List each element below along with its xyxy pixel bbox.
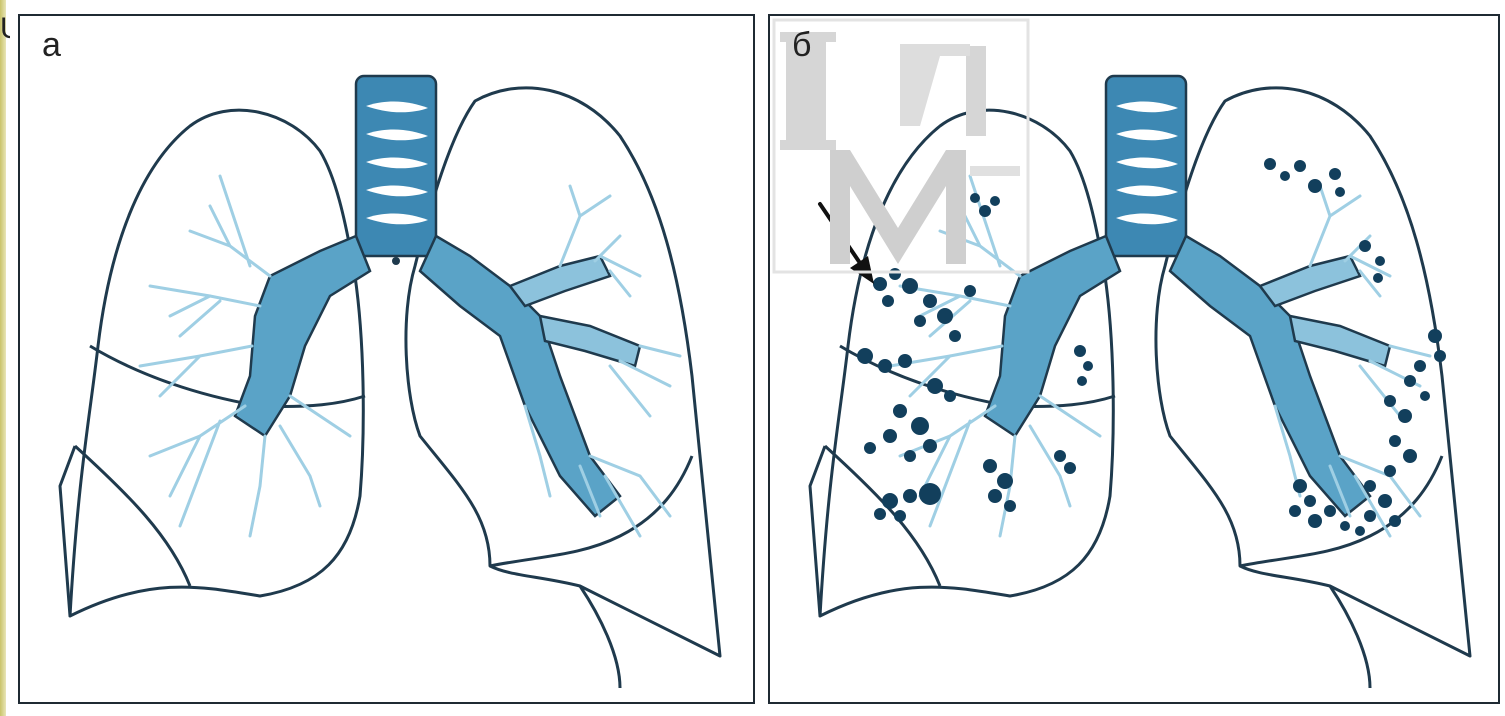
trachea (356, 76, 436, 256)
right-lung-fissure-oblique (75, 446, 190, 586)
left-edge-strip (0, 0, 6, 716)
tracheal-bifurcation (392, 257, 400, 265)
lungs-illustration-a (20, 16, 757, 706)
lungs-illustration-b (770, 16, 1502, 706)
right-lung-outline (70, 110, 363, 616)
left-lung-outline (406, 88, 720, 656)
trachea (1106, 76, 1186, 256)
main-bronchi (985, 236, 1390, 516)
panel-label-b: б (792, 28, 811, 62)
right-lung-fissure-horizontal (840, 346, 1115, 407)
left-lung-outline (1156, 88, 1470, 656)
panel-a-normal-lungs: а (18, 14, 755, 704)
left-lung-base (1330, 586, 1370, 688)
left-lung-base (580, 586, 620, 688)
arrow-pointer-icon (820, 204, 874, 284)
edge-fragment-text: U (0, 14, 10, 44)
panel-b-lungs-with-nodules: б (768, 14, 1500, 704)
main-bronchi (235, 236, 640, 516)
panel-label-a: а (42, 28, 61, 62)
right-lung-fissure-horizontal (90, 346, 365, 407)
